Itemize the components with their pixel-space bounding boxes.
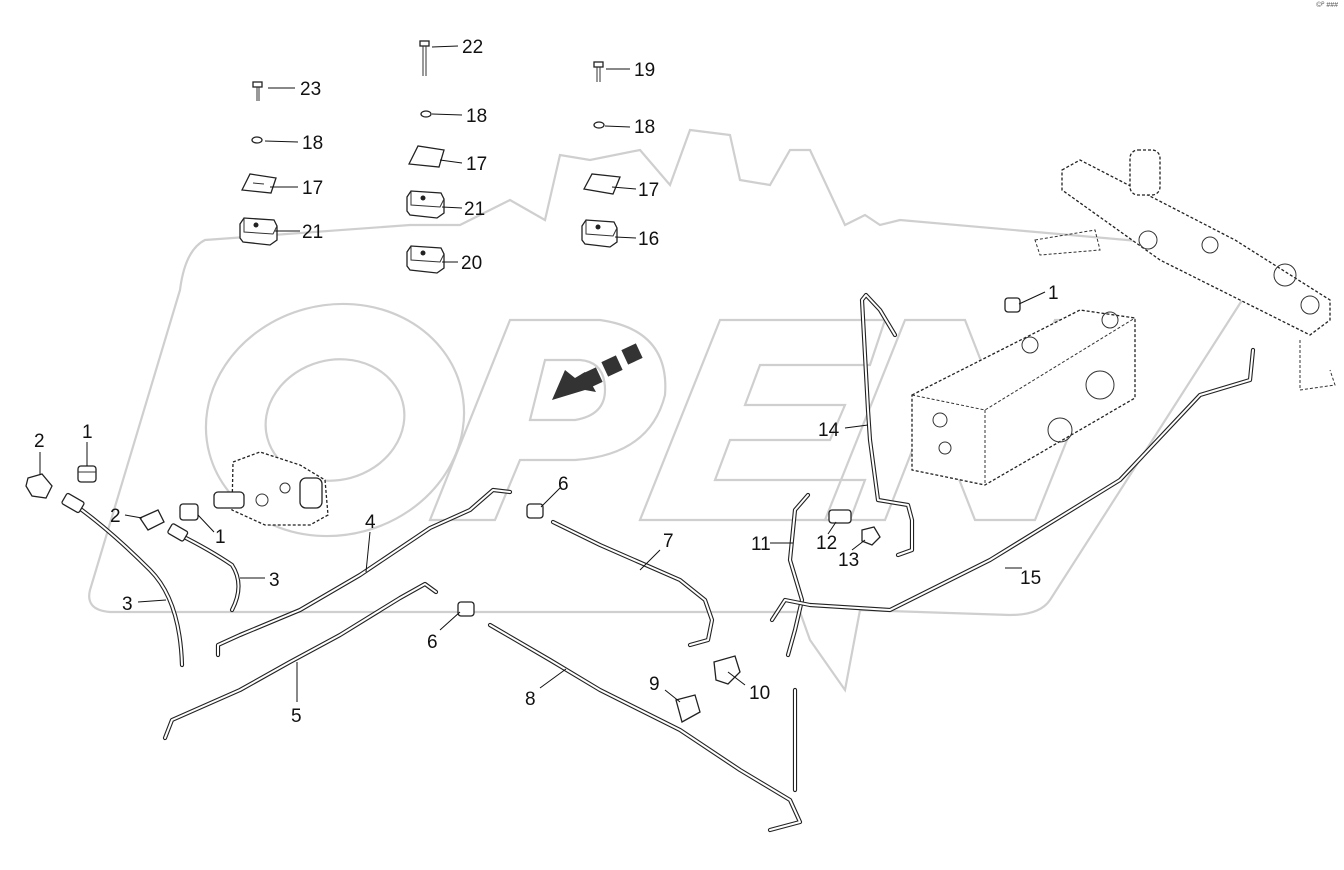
callout-21-a: 21 xyxy=(302,222,323,243)
bolt-23 xyxy=(252,81,263,101)
fitting-6-b xyxy=(457,601,475,617)
callout-2-b: 2 xyxy=(110,506,121,527)
clamp-plate-17a xyxy=(240,173,277,194)
clamp-block-21b xyxy=(406,190,445,219)
clamp-block-16 xyxy=(581,219,618,248)
hose-3-left xyxy=(61,492,185,668)
callout-6-a: 6 xyxy=(558,474,569,495)
callout-17-b: 17 xyxy=(466,154,487,175)
callout-labels: 23 18 17 21 22 18 17 21 20 19 18 17 16 1… xyxy=(34,37,1059,727)
watermark-letter-e xyxy=(638,318,887,522)
bolt-22 xyxy=(419,40,430,76)
nut-13 xyxy=(861,526,881,546)
callout-16: 16 xyxy=(638,229,659,250)
washer-18b xyxy=(420,110,432,118)
callout-5: 5 xyxy=(291,706,302,727)
watermark-letter-p xyxy=(428,318,667,522)
clamp-plate-17b xyxy=(407,145,445,168)
callout-18-b: 18 xyxy=(466,106,487,127)
callout-1-c: 1 xyxy=(1048,283,1059,304)
callout-3-a: 3 xyxy=(122,594,133,615)
fitting-9 xyxy=(675,694,701,723)
clamp-plate-17c xyxy=(583,173,621,195)
callout-17-a: 17 xyxy=(302,178,323,199)
tube-15 xyxy=(769,347,1256,623)
callout-12: 12 xyxy=(816,533,837,554)
watermark-arrow xyxy=(552,343,643,400)
callout-18-a: 18 xyxy=(302,133,323,154)
fitting-2-b xyxy=(139,509,165,531)
callout-7: 7 xyxy=(663,531,674,552)
callout-8: 8 xyxy=(525,689,536,710)
callout-4: 4 xyxy=(365,512,376,533)
bolt-19 xyxy=(593,61,604,82)
watermark-open-logo xyxy=(88,128,1258,693)
callout-19: 19 xyxy=(634,60,655,81)
tube-4 xyxy=(215,487,513,658)
main-control-valve-block xyxy=(911,309,1136,486)
callout-21-b: 21 xyxy=(464,199,485,220)
fitting-12 xyxy=(828,509,852,524)
fitting-1-c xyxy=(1004,297,1021,313)
callout-2-a: 2 xyxy=(34,431,45,452)
distribution-manifold xyxy=(1034,149,1336,391)
tee-10 xyxy=(713,655,741,685)
callout-13: 13 xyxy=(838,550,859,571)
hose-3-right xyxy=(167,523,241,613)
callout-11: 11 xyxy=(751,534,771,555)
leader-lines xyxy=(39,45,1046,703)
tube-5 xyxy=(162,581,439,741)
clamp-block-21a xyxy=(239,217,278,246)
tube-8 xyxy=(487,622,803,833)
callout-9: 9 xyxy=(649,674,660,695)
corner-mark: ©ᴾ ### xyxy=(1316,2,1338,9)
tube-7 xyxy=(550,519,715,648)
nut-2-a xyxy=(25,473,53,499)
clamp-block-20 xyxy=(406,245,445,274)
callout-10: 10 xyxy=(749,683,770,704)
callout-6-b: 6 xyxy=(427,632,438,653)
callout-1-b: 1 xyxy=(215,527,226,548)
washer-18a xyxy=(251,136,263,144)
washer-18c xyxy=(593,121,605,129)
left-control-valve xyxy=(213,451,329,526)
callout-23: 23 xyxy=(300,79,321,100)
callout-22: 22 xyxy=(462,37,483,58)
fitting-1-a xyxy=(77,465,97,483)
callout-1-a: 1 xyxy=(82,422,93,443)
callout-14: 14 xyxy=(818,420,840,441)
callout-3-b: 3 xyxy=(269,570,280,591)
callout-20: 20 xyxy=(461,253,482,274)
fitting-6-a xyxy=(526,503,544,519)
callout-15: 15 xyxy=(1020,568,1041,589)
watermark-letter-o xyxy=(204,302,466,538)
callout-17-c: 17 xyxy=(638,180,659,201)
callout-18-c: 18 xyxy=(634,117,655,138)
tube-14 xyxy=(859,292,915,558)
fitting-1-b xyxy=(179,503,199,521)
hose-11 xyxy=(785,492,811,658)
